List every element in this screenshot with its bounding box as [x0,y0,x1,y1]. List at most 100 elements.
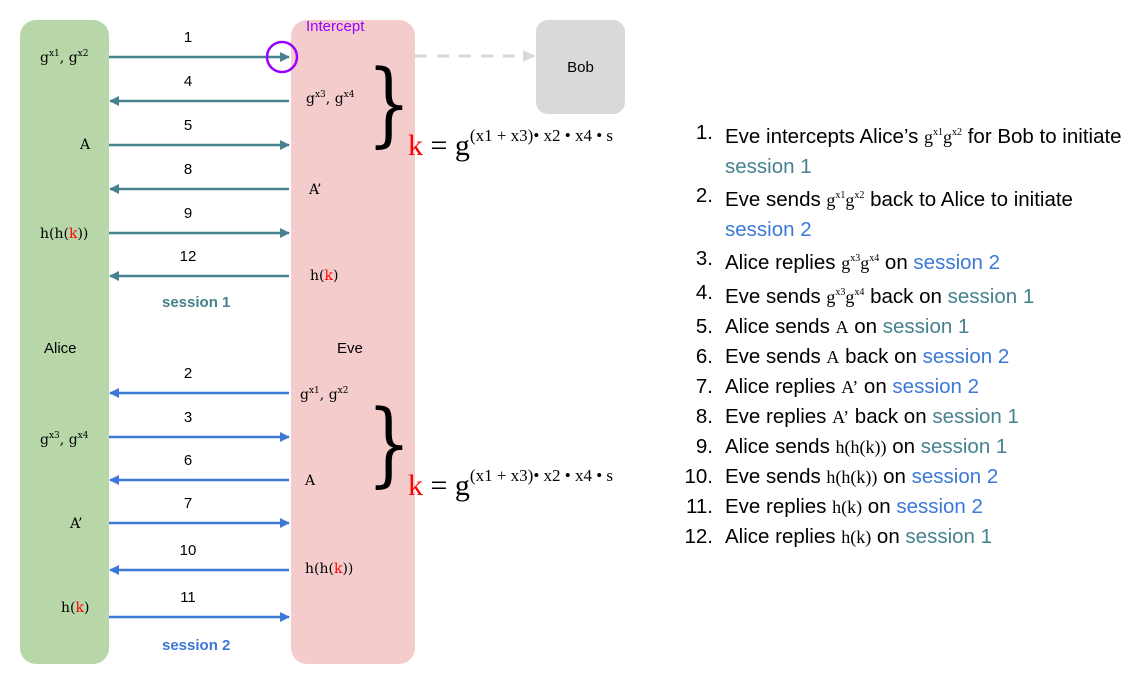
brace-session2: } [367,390,411,497]
step-math: A [826,347,840,367]
step-session: session 1 [920,435,1008,458]
step-session: session 1 [932,405,1019,428]
alice-hhk: h(h(k)) [40,226,89,242]
step-math: h(k) [832,497,863,517]
step-text: on [848,315,883,338]
step-text: Eve replies [725,495,833,518]
step-item: 5. Alice sends A on session 1 [683,312,1123,342]
step-text: Alice replies [725,251,842,274]
message-number-3: 3 [183,409,193,426]
step-number: 5. [695,315,713,338]
message-number-4: 4 [183,73,193,90]
step-item: 3. Alice replies gx3gx4 on session 2 [683,244,1123,278]
step-number: 8. [695,405,713,428]
step-text: Alice sends [725,315,836,338]
eve-label: Eve [337,340,363,357]
step-number: 6. [695,345,713,368]
step-text: Eve sends [725,465,827,488]
step-item: 10.Eve sends h(h(k)) on session 2 [683,462,1123,492]
eve-hhk: h(h(k)) [305,561,354,577]
step-session: session 2 [892,375,980,398]
alice-hk: h(k) [61,600,90,616]
alice-gx3-gx4: gx3, gx4 [40,431,89,448]
step-session: session 1 [947,285,1035,308]
step-number: 1. [695,121,713,144]
step-item: 4. Eve sends gx3gx4 back on session 1 [683,278,1123,312]
intercept-label: Intercept [306,18,365,35]
step-number: 7. [695,375,713,398]
step-number: 3. [695,247,713,270]
key-formula-session2: k = g(x1 + x3)• x2 • x4 • s [408,466,614,502]
eve-gx1-gx2: gx1, gx2 [300,386,349,403]
step-text: Eve intercepts Alice’s [725,125,925,148]
step-item: 7. Alice replies A’ on session 2 [683,372,1123,402]
step-session: session 2 [725,218,812,241]
bob-box: Bob [536,20,625,114]
step-text: on [886,435,921,458]
step-item: 6. Eve sends A back on session 2 [683,342,1123,372]
step-math: A’ [832,407,850,427]
step-math: A [835,317,849,337]
step-math: A’ [841,377,859,397]
step-text: on [858,375,893,398]
step-math: h(h(k)) [826,467,878,487]
bob-label: Bob [567,58,594,76]
step-math: gx3gx4 [841,253,880,273]
step-text: Eve sends [725,285,827,308]
eve-A-prime: A’ [309,182,322,198]
message-number-8: 8 [183,161,193,178]
step-session: session 1 [725,155,812,178]
message-number-1: 1 [183,29,193,46]
message-number-12: 12 [179,248,197,265]
step-text: on [879,251,914,274]
steps-list: 1. Eve intercepts Alice’s gx1gx2 for Bob … [683,118,1123,552]
message-number-6: 6 [183,452,193,469]
step-text: Eve sends [725,188,827,211]
step-number: 11. [686,495,713,518]
step-number: 12. [684,525,714,548]
step-text: Eve sends [725,345,827,368]
session1-label: session 1 [162,294,231,311]
message-number-5: 5 [183,117,193,134]
step-number: 4. [695,281,713,304]
step-text: back on [864,285,948,308]
step-number: 10. [684,465,714,488]
step-text: for Bob to initiate [962,125,1122,148]
step-text: back on [849,405,933,428]
step-text: Alice replies [725,375,842,398]
eve-hk: h(k) [310,268,339,284]
message-number-9: 9 [183,205,193,222]
alice-A-prime: A’ [70,516,83,532]
step-session: session 1 [905,525,993,548]
message-number-2: 2 [183,365,193,382]
alice-gx1-gx2: gx1, gx2 [40,49,89,66]
step-session: session 2 [922,345,1010,368]
message-number-11: 11 [180,589,196,606]
step-math: gx3gx4 [826,287,865,307]
step-text: back on [839,345,923,368]
eve-lane [291,20,415,664]
step-number: 9. [695,435,713,458]
intercept-circle [265,40,299,74]
step-text: Alice replies [725,525,842,548]
alice-A: A [80,137,91,153]
session2-label: session 2 [162,637,231,654]
message-number-10: 10 [179,542,197,559]
step-session: session 2 [911,465,999,488]
step-item: 2.Eve sends gx1gx2 back to Alice to init… [683,181,1123,244]
step-math: h(k) [841,527,872,547]
alice-label: Alice [44,340,77,357]
step-math: gx1gx2 [924,127,963,147]
step-item: 8. Eve replies A’ back on session 1 [683,402,1123,432]
step-text: Eve replies [725,405,833,428]
step-session: session 2 [896,495,983,518]
brace-session1: } [367,50,411,157]
message-number-7: 7 [183,495,193,512]
step-session: session 1 [882,315,970,338]
key-formula-session1: k = g(x1 + x3)• x2 • x4 • s [408,126,614,162]
step-number: 2. [695,184,713,207]
step-session: session 2 [913,251,1001,274]
eve-A: A [305,473,316,489]
alice-lane [20,20,109,664]
eve-gx3-gx4: gx3, gx4 [306,90,355,107]
